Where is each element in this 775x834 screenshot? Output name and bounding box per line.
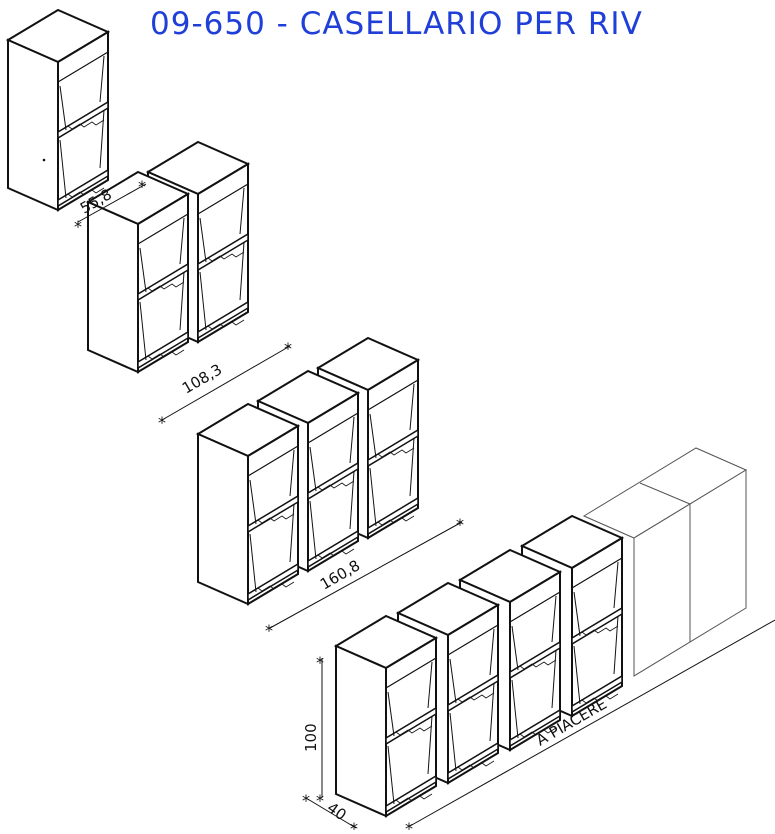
svg-text:*: * (74, 217, 82, 236)
svg-text:*: * (405, 819, 413, 834)
dimension-lines (77, 183, 775, 829)
svg-text:*: * (138, 177, 146, 196)
dim-label-height: 100 (302, 723, 320, 752)
cabinet-1-bay (7, 9, 109, 211)
svg-text:*: * (316, 791, 324, 810)
cabinet-4-bay (335, 447, 748, 817)
svg-text:*: * (350, 819, 358, 834)
svg-text:*: * (456, 515, 464, 534)
svg-text:*: * (302, 791, 310, 810)
drawing-title: 09-650 - CASELLARIO PER RIV (150, 6, 643, 42)
dim-label-depth: 40 (324, 799, 350, 825)
cabinet-2-bay (87, 141, 249, 373)
dim-label-w2: 108,3 (179, 360, 225, 397)
svg-text:*: * (265, 621, 273, 640)
svg-text:*: * (316, 653, 324, 672)
dimension-ticks: * * * * * * * * * * * (74, 177, 464, 834)
svg-text:*: * (158, 413, 166, 432)
svg-text:*: * (284, 339, 292, 358)
